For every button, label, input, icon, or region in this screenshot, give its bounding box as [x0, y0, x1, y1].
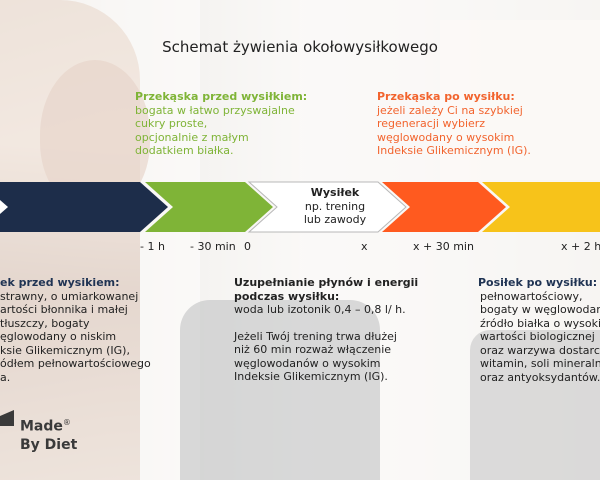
arrow-white-tip	[0, 200, 8, 214]
exercise-line: np. trening	[304, 199, 366, 213]
hydration-heading: podczas wysiłku:	[234, 289, 340, 303]
exercise-label: Wysiłek np. trening lub zawody	[285, 186, 385, 227]
hydration-line: woda lub izotonik 0,4 – 0,8 l/ h.	[234, 303, 406, 316]
hydration-para-line: Jeżeli Twój trening trwa dłużej	[234, 329, 397, 343]
arrow-white	[247, 181, 407, 233]
meal-before-line: tłuszczy, bogaty	[0, 316, 90, 330]
logo-reg: ®	[62, 418, 71, 427]
post-snack-note: Przekąska po wysiłku: jeżeli zależy Ci n…	[377, 90, 531, 158]
post-snack-line: jeżeli zależy Ci na szybkiej	[377, 103, 523, 117]
logo-line1: Made	[20, 418, 63, 435]
pre-snack-heading: Przekąska przed wysiłkiem:	[135, 90, 308, 103]
post-snack-line: Indeksie Glikemicznym (IG).	[377, 144, 531, 157]
meal-after-line: oraz antyoksydantów.	[480, 370, 600, 384]
meal-after-line: pełnowartościowy,	[480, 289, 583, 303]
meal-after-line: witamin, soli mineralny	[480, 357, 600, 370]
diagram-title: Schemat żywienia okołowysiłkowego	[162, 38, 438, 56]
meal-before-line: artości błonnika i małej	[0, 303, 128, 316]
meal-before-line: ksie Glikemicznym (IG),	[0, 343, 130, 357]
hydration-para-line: węglowodanów o wysokim	[234, 356, 381, 370]
meal-after-heading: Posiłek po wysiłku:	[478, 276, 598, 289]
post-snack-heading: Przekąska po wysiłku:	[377, 90, 515, 103]
meal-after-line: wartości biologicznej	[480, 330, 595, 343]
meal-after-line: oraz warzywa dostarcz	[480, 343, 600, 357]
arrow-navy	[0, 182, 168, 232]
exercise-line: lub zawody	[303, 213, 367, 226]
made-by-diet-logo	[0, 410, 14, 426]
tick-label: - 30 min	[190, 240, 236, 253]
hydration-para-line: niż 60 min rozważ włączenie	[234, 343, 392, 356]
arrow-orange	[382, 182, 506, 232]
tick-label: x	[361, 240, 368, 253]
tick-label: x + 30 min	[413, 240, 474, 253]
meal-before-line: a.	[0, 370, 11, 384]
meal-after-block: Posiłek po wysiłku: pełnowartościowy, bo…	[478, 276, 600, 384]
meal-before-line: ódłem pełnowartościowego	[0, 357, 151, 370]
post-snack-line: regeneracji wybierz	[377, 117, 486, 130]
meal-after-line: bogaty w węglowodan	[480, 303, 600, 316]
pre-snack-note: Przekąska przed wysiłkiem: bogata w łatw…	[135, 90, 307, 158]
tick-label: 0	[244, 240, 251, 253]
logo-text: Made® By Diet	[20, 414, 77, 454]
arrow-green	[145, 182, 273, 232]
pre-snack-line: bogata w łatwo przyswajalne	[135, 103, 295, 117]
meal-before-line: strawny, o umiarkowanej	[0, 289, 139, 303]
pre-snack-line: opcjonalnie z małym	[135, 130, 249, 144]
arrow-yellow	[482, 182, 600, 232]
hydration-para-line: Indeksie Glikemicznym (IG).	[234, 370, 388, 383]
post-snack-line: węglowodany o wysokim	[377, 130, 515, 144]
hydration-heading: Uzupełnianie płynów i energii	[234, 276, 419, 289]
pre-snack-line: cukry proste,	[135, 117, 208, 130]
tick-label: x + 2 h	[561, 240, 600, 253]
pre-snack-line: dodatkiem białka.	[135, 144, 234, 157]
meal-before-block: ek przed wysikiem: strawny, o umiarkowan…	[0, 276, 170, 384]
meal-before-heading: ek przed wysikiem:	[0, 276, 120, 289]
hydration-block: Uzupełnianie płynów i energii podczas wy…	[234, 276, 434, 384]
logo-mark-icon	[0, 410, 14, 426]
timeline-arrows	[0, 181, 600, 233]
tick-label: - 1 h	[140, 240, 165, 253]
exercise-heading: Wysiłek	[310, 186, 360, 199]
logo-line2: By Diet	[20, 436, 78, 453]
meal-after-line: źródło białka o wysokie	[480, 316, 600, 330]
meal-before-line: ęglowodany o niskim	[0, 330, 117, 343]
